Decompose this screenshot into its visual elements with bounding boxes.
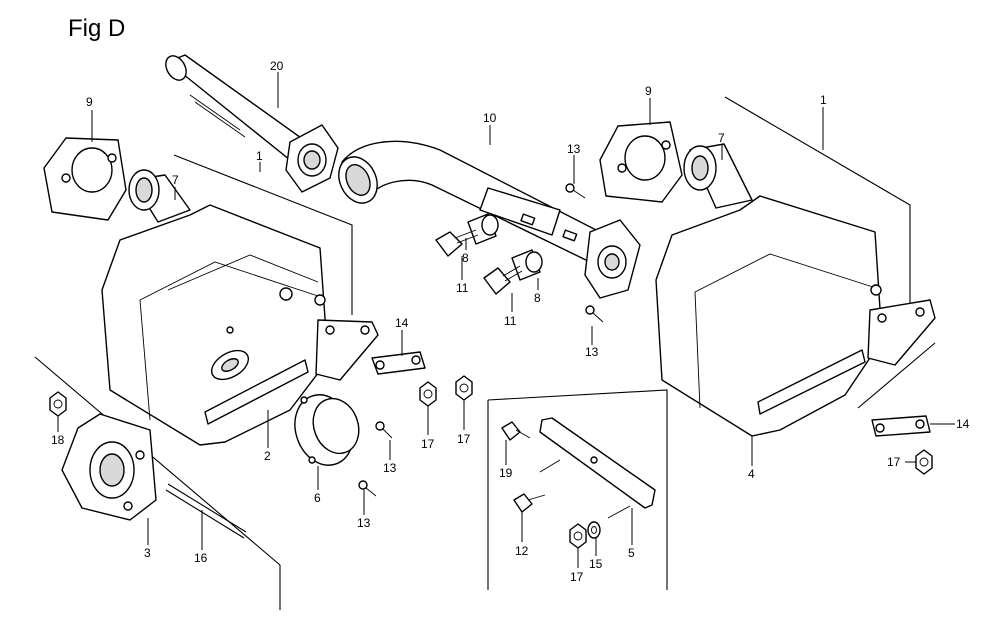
- callout-13-top: 13: [567, 142, 581, 156]
- callout-1-right: 1: [820, 93, 827, 107]
- nut-part-17-a: [419, 381, 437, 407]
- screw-part-13-lower-b: [358, 480, 377, 497]
- callout-5: 5: [628, 546, 635, 560]
- collar-part-8-lower: [511, 249, 543, 281]
- nut-part-17-b: [455, 375, 473, 401]
- strap-part-14-left: [371, 351, 426, 375]
- spark-arrester-part-6: [294, 394, 360, 466]
- callout-7-left: 7: [172, 173, 179, 187]
- callout-17-b: 17: [457, 432, 471, 446]
- callout-12: 12: [515, 544, 529, 558]
- group-frame-lines: [34, 96, 936, 610]
- bracket-right-muffler: [867, 299, 936, 366]
- callout-9-left: 9: [86, 95, 93, 109]
- manifold-part-3: [61, 413, 157, 521]
- callout-1-left: 1: [256, 149, 263, 163]
- callout-13-lower-a: 13: [383, 461, 397, 475]
- inner-pipe-part-7-right: [683, 143, 753, 209]
- callout-labels: 9 20 7 1 10 13 9 7 1 8 8 11 11 13 14 14 …: [51, 59, 970, 584]
- nut-part-18: [49, 391, 67, 417]
- gasket-part-9-right: [599, 121, 683, 203]
- muffler-body-part-2: [101, 204, 329, 446]
- bolt-part-11-lower: [483, 265, 523, 295]
- nut-part-17-d: [569, 523, 587, 549]
- inner-pipe-part-7-left: [128, 169, 191, 223]
- callout-14-right: 14: [956, 417, 970, 431]
- plate-part-5: [539, 417, 656, 519]
- callout-8-lower: 8: [534, 291, 541, 305]
- callout-6: 6: [314, 491, 321, 505]
- muffler-body-part-4: [655, 195, 883, 437]
- bolt-part-12: [513, 493, 546, 513]
- callout-17-d: 17: [570, 570, 584, 584]
- bracket-left-muffler: [315, 319, 379, 381]
- callout-19: 19: [499, 466, 513, 480]
- callout-20: 20: [270, 59, 284, 73]
- callout-10: 10: [483, 111, 497, 125]
- callout-11-upper: 11: [456, 281, 469, 295]
- nut-part-17-c: [915, 449, 933, 475]
- callout-4: 4: [748, 467, 755, 481]
- callout-13-center: 13: [585, 345, 599, 359]
- bolt-part-19: [501, 421, 531, 441]
- callout-14-left: 14: [395, 316, 409, 330]
- leader-lines: [57, 72, 955, 568]
- exhaust-pipe-part-20: [165, 54, 339, 193]
- callout-17-c: 17: [887, 455, 901, 469]
- gasket-part-9-left: [43, 137, 127, 221]
- strap-part-14-right: [871, 415, 931, 437]
- callout-9-right: 9: [645, 84, 652, 98]
- callout-7-right: 7: [718, 131, 725, 145]
- callout-16: 16: [194, 551, 208, 565]
- callout-13-lower-b: 13: [357, 516, 371, 530]
- callout-18: 18: [51, 433, 65, 447]
- collar-part-8-upper: [467, 213, 499, 245]
- washer-part-15: [587, 521, 601, 539]
- callout-15: 15: [589, 557, 603, 571]
- screw-part-13-center: [585, 305, 604, 323]
- stud-bolt-part-16: [165, 483, 247, 539]
- screw-part-13-lower-a: [375, 421, 393, 439]
- exhaust-pipe-part-10: [338, 140, 641, 299]
- callout-2: 2: [264, 449, 271, 463]
- screw-part-13-upper: [565, 183, 586, 199]
- callout-17-a: 17: [421, 437, 435, 451]
- callout-8-upper: 8: [462, 251, 469, 265]
- figure-title: Fig D: [68, 15, 125, 42]
- bolt-part-11-upper: [435, 229, 479, 257]
- callout-11-lower: 11: [504, 314, 517, 328]
- callout-3: 3: [144, 546, 151, 560]
